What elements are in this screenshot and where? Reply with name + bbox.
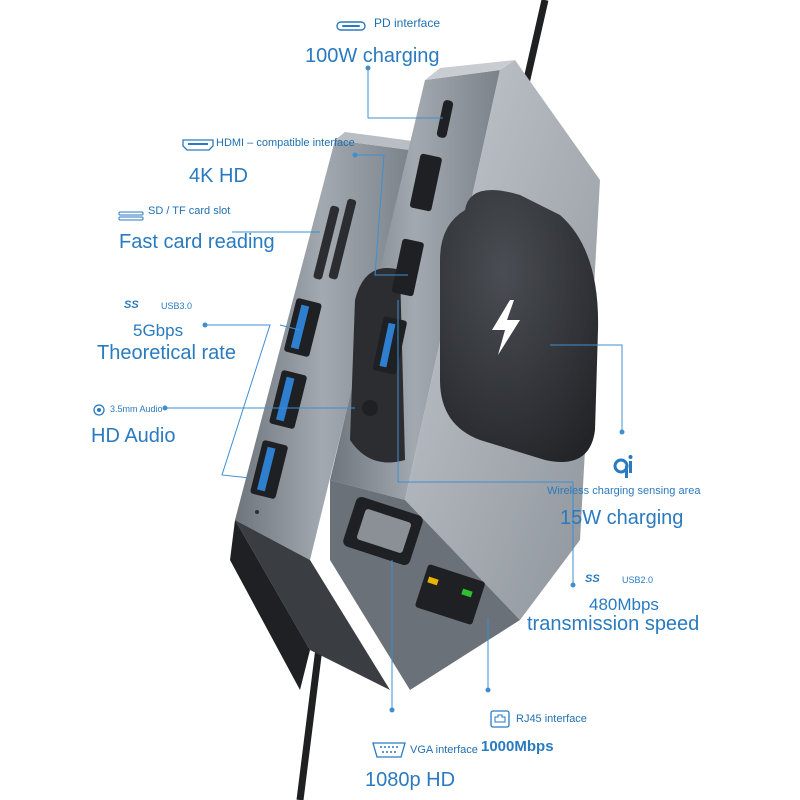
sd-card-value: Fast card reading	[119, 231, 275, 253]
usb30-title: USB3.0	[161, 301, 193, 311]
usb-ss-icon: SS	[124, 299, 139, 311]
hdmi-interface-value: 4K HD	[189, 165, 248, 187]
wireless-pad	[440, 190, 599, 462]
rj45-icon	[490, 710, 510, 733]
qi-icon	[612, 452, 634, 485]
usb-ss-icon: SS	[585, 573, 600, 585]
sd-card-title: SD / TF card slot	[148, 205, 231, 217]
right-hub	[330, 60, 600, 690]
tf-slot	[328, 198, 357, 280]
usb-c-port	[436, 100, 454, 138]
rj45-title: RJ45 interface	[516, 713, 587, 725]
usb30-speed: 5Gbps	[133, 321, 184, 340]
left-hub	[230, 132, 420, 690]
leader-lines	[165, 68, 623, 710]
lightning-icon	[492, 300, 520, 355]
hdmi-icon	[182, 138, 214, 156]
wireless-title: Wireless charging sensing area	[547, 485, 701, 497]
audio-title: 3.5mm Audio	[110, 404, 163, 414]
leader-dots	[162, 65, 625, 713]
usb20-speed: 480Mbps	[589, 595, 659, 614]
cable-bottom	[296, 639, 324, 800]
usb30-value: Theoretical rate	[97, 342, 236, 364]
sd-card-icon	[118, 208, 144, 226]
audio-jack-icon	[93, 403, 105, 421]
hdmi-port-2	[391, 238, 424, 297]
vga-icon	[372, 742, 406, 763]
usb-c-icon	[336, 18, 366, 36]
hdmi-port-1	[409, 153, 442, 212]
rj45-speed: 1000Mbps	[481, 738, 554, 755]
pd-interface-title: PD interface	[374, 16, 441, 30]
audio-jack	[362, 400, 378, 416]
sd-slot	[313, 205, 340, 280]
vga-value: 1080p HD	[365, 769, 456, 791]
usb20-value: transmission speed	[527, 613, 700, 635]
usb20-title: USB2.0	[622, 575, 654, 585]
pd-interface-value: 100W charging	[305, 45, 440, 67]
audio-value: HD Audio	[91, 425, 176, 447]
vga-title: VGA interface	[410, 744, 478, 756]
hdmi-interface-title: HDMI – compatible interface	[216, 137, 355, 149]
wireless-value: 15W charging	[560, 507, 684, 529]
